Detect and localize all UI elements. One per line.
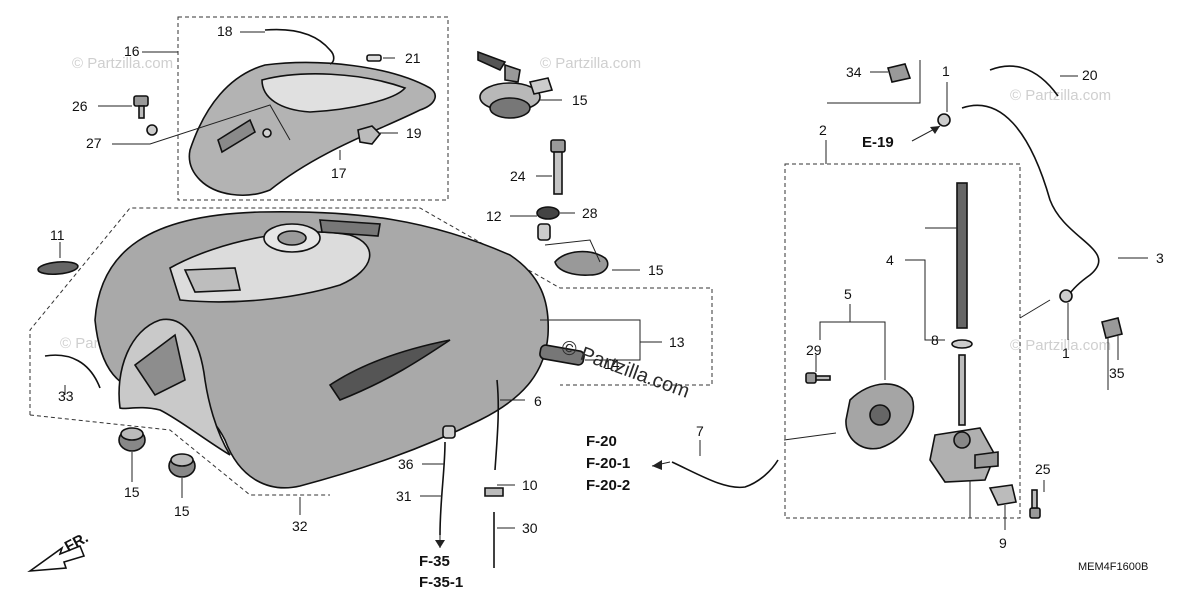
ref-f-20-2: F-20-2 — [586, 477, 630, 494]
ref-f-35: F-35 — [419, 553, 450, 570]
callout-1-b: 1 — [1062, 345, 1070, 361]
callout-labels: 16 18 21 26 27 19 17 15 24 12 28 15 13 1… — [50, 23, 1164, 551]
leader-lines — [59, 31, 1148, 530]
tank-cover-part[interactable] — [188, 61, 436, 196]
callout-10: 10 — [522, 477, 538, 493]
callout-6: 6 — [534, 393, 542, 409]
tube-33-part[interactable] — [44, 354, 101, 389]
callout-32: 32 — [292, 518, 308, 534]
section-references: E-19 F-20 F-20-1 F-20-2 F-35 F-35-1 — [419, 134, 894, 591]
bolt-25-part[interactable] — [1029, 489, 1041, 519]
rubber-14-part[interactable] — [539, 344, 585, 366]
callout-15-b: 15 — [174, 503, 190, 519]
seat-cover-group-box — [177, 16, 449, 201]
washer-28-part[interactable] — [536, 206, 560, 220]
callout-11: 11 — [50, 227, 65, 243]
ref-e-19: E-19 — [862, 134, 894, 151]
callout-1: 1 — [942, 63, 950, 79]
callout-27: 27 — [86, 135, 102, 151]
callout-26: 26 — [72, 98, 88, 114]
valve-plate-5-part[interactable] — [845, 383, 915, 450]
nut-21-part[interactable] — [357, 125, 382, 145]
clip-34-part[interactable] — [887, 63, 912, 83]
callout-31: 31 — [396, 488, 412, 504]
rubber-11-part[interactable] — [37, 260, 79, 276]
watermark-text: © Partzilla.com — [540, 55, 641, 72]
callout-2: 2 — [819, 122, 827, 138]
reference-arrows — [435, 125, 941, 548]
callout-24: 24 — [510, 168, 526, 184]
callout-12: 12 — [486, 208, 502, 224]
front-direction-indicator: FR. — [27, 529, 91, 573]
hose-clip-1-part[interactable] — [937, 113, 951, 127]
cushion-15-part[interactable] — [168, 453, 196, 478]
ref-f-35-1: F-35-1 — [419, 574, 463, 591]
fuel-valve-part[interactable] — [929, 182, 999, 483]
callout-30: 30 — [522, 520, 538, 536]
washer-27-part[interactable] — [146, 124, 158, 136]
fuel-valve-group-box — [784, 163, 1021, 519]
ref-f-20-1: F-20-1 — [586, 455, 630, 472]
collar-12-part[interactable] — [537, 223, 551, 241]
tube-6-part[interactable] — [494, 379, 500, 471]
joint-10-part[interactable] — [484, 487, 504, 497]
callout-25: 25 — [1035, 461, 1051, 477]
bolt-24-part[interactable] — [550, 139, 566, 195]
callout-17: 15 — [572, 92, 588, 108]
callout-4: 4 — [886, 252, 894, 268]
callout-21: 19 — [406, 125, 422, 141]
fuel-tank-part[interactable] — [94, 210, 550, 489]
tube-7-part[interactable] — [671, 459, 779, 489]
clip-35-part[interactable] — [1101, 317, 1123, 339]
callout-16: 15 — [648, 262, 664, 278]
callout-3: 3 — [1156, 250, 1164, 266]
tube-31-part[interactable] — [439, 441, 446, 536]
callout-15: 15 — [124, 484, 140, 500]
fuel-cap-part[interactable] — [477, 50, 554, 119]
callout-22: 20 — [1082, 67, 1098, 83]
callout-14: 14 — [604, 356, 620, 372]
rubber-strip-part[interactable] — [264, 28, 335, 65]
tank-outline-box — [29, 207, 713, 415]
callout-36: 36 — [398, 456, 414, 472]
screw-29-part[interactable] — [805, 372, 831, 384]
callout-28: 28 — [582, 205, 598, 221]
callout-23: 21 — [405, 50, 421, 66]
callout-19: 17 — [331, 165, 347, 181]
diagram-code: MEM4F1600B — [1078, 561, 1148, 573]
watermark-text: © Partzilla.com — [1010, 337, 1111, 354]
small-plate-part[interactable] — [366, 54, 382, 62]
callout-5: 5 — [844, 286, 852, 302]
bolt-26-part[interactable] — [133, 95, 149, 119]
callout-13: 13 — [669, 334, 685, 350]
watermark-text: © Partzilla.com — [72, 55, 173, 72]
callout-18: 16 — [124, 43, 140, 59]
fuel-hose-3-part[interactable] — [961, 104, 1100, 297]
tank-outline-box-lower — [29, 414, 330, 496]
callout-7: 7 — [696, 423, 704, 439]
watermark-text: © Partzilla.com — [1010, 87, 1111, 104]
callout-9: 9 — [999, 535, 1007, 551]
cushion-15-part[interactable] — [118, 427, 146, 452]
group-boxes — [29, 16, 1109, 519]
ref-f-20: F-20 — [586, 433, 617, 450]
callout-20: 18 — [217, 23, 233, 39]
cushion-16-part[interactable] — [554, 250, 609, 276]
drain-tube-22-part[interactable] — [989, 65, 1059, 97]
callout-33: 33 — [58, 388, 74, 404]
clip-corner-bracket — [827, 60, 921, 104]
stay-9-part[interactable] — [988, 484, 1017, 506]
callout-35: 35 — [1109, 365, 1125, 381]
callout-34: 34 — [846, 64, 862, 80]
callout-29: 29 — [806, 342, 822, 358]
callout-8: 8 — [931, 332, 939, 348]
direction-arrow-icon — [27, 544, 86, 573]
clip-36-part[interactable] — [442, 425, 456, 439]
hose-clip-1-part[interactable] — [1059, 289, 1073, 303]
